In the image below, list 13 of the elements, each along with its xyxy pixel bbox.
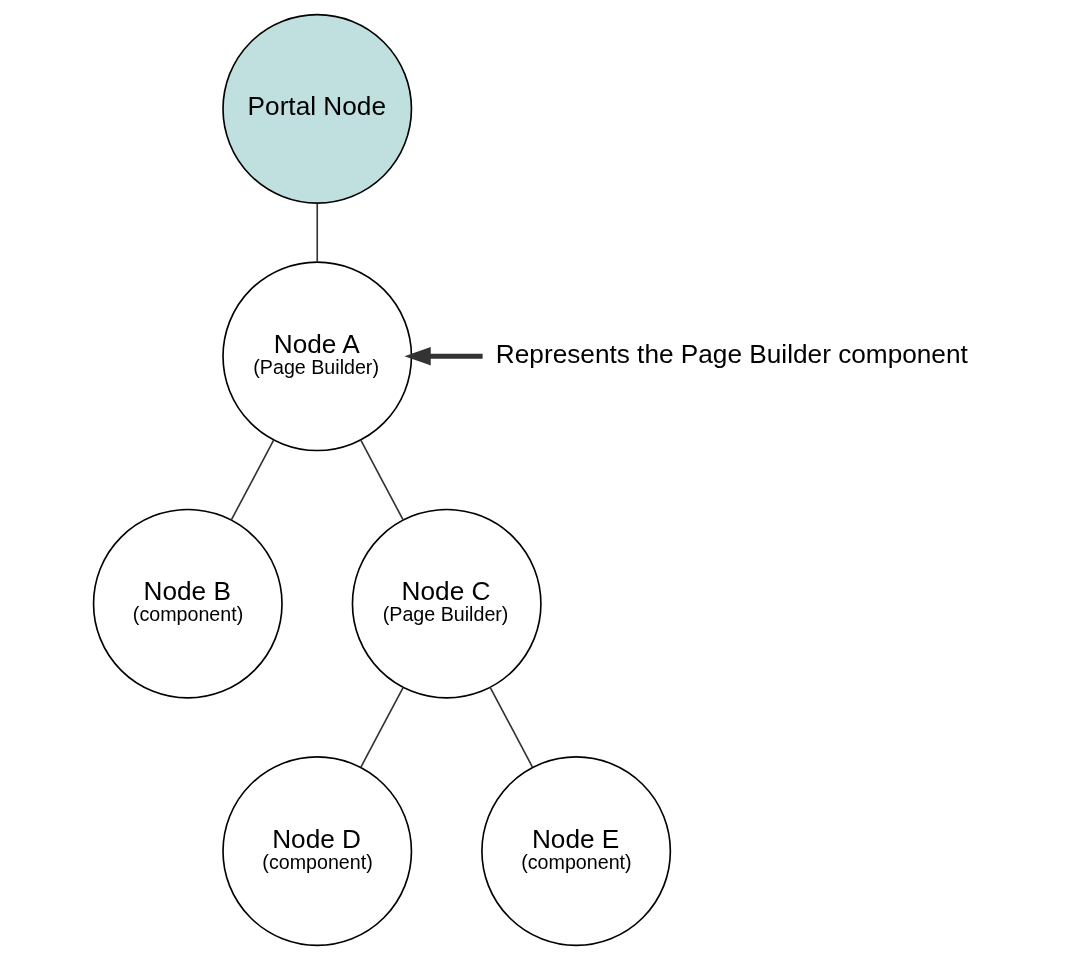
connector — [488, 686, 533, 769]
node-circle: Node B (component) — [92, 508, 283, 699]
node-text: Represents the Page Builder component — [495, 338, 968, 369]
connector — [315, 202, 318, 263]
node-circle: Node A (Page Builder) — [221, 261, 412, 452]
node-circle: Node C (Page Builder) — [351, 508, 542, 699]
node-circle: Node D (component) — [221, 756, 412, 947]
connector — [359, 439, 404, 521]
connector — [359, 686, 404, 769]
connector — [230, 439, 275, 521]
arrow — [403, 347, 483, 366]
node-circle: Portal Node — [221, 13, 412, 204]
node-circle: Node E (component) — [480, 756, 671, 947]
